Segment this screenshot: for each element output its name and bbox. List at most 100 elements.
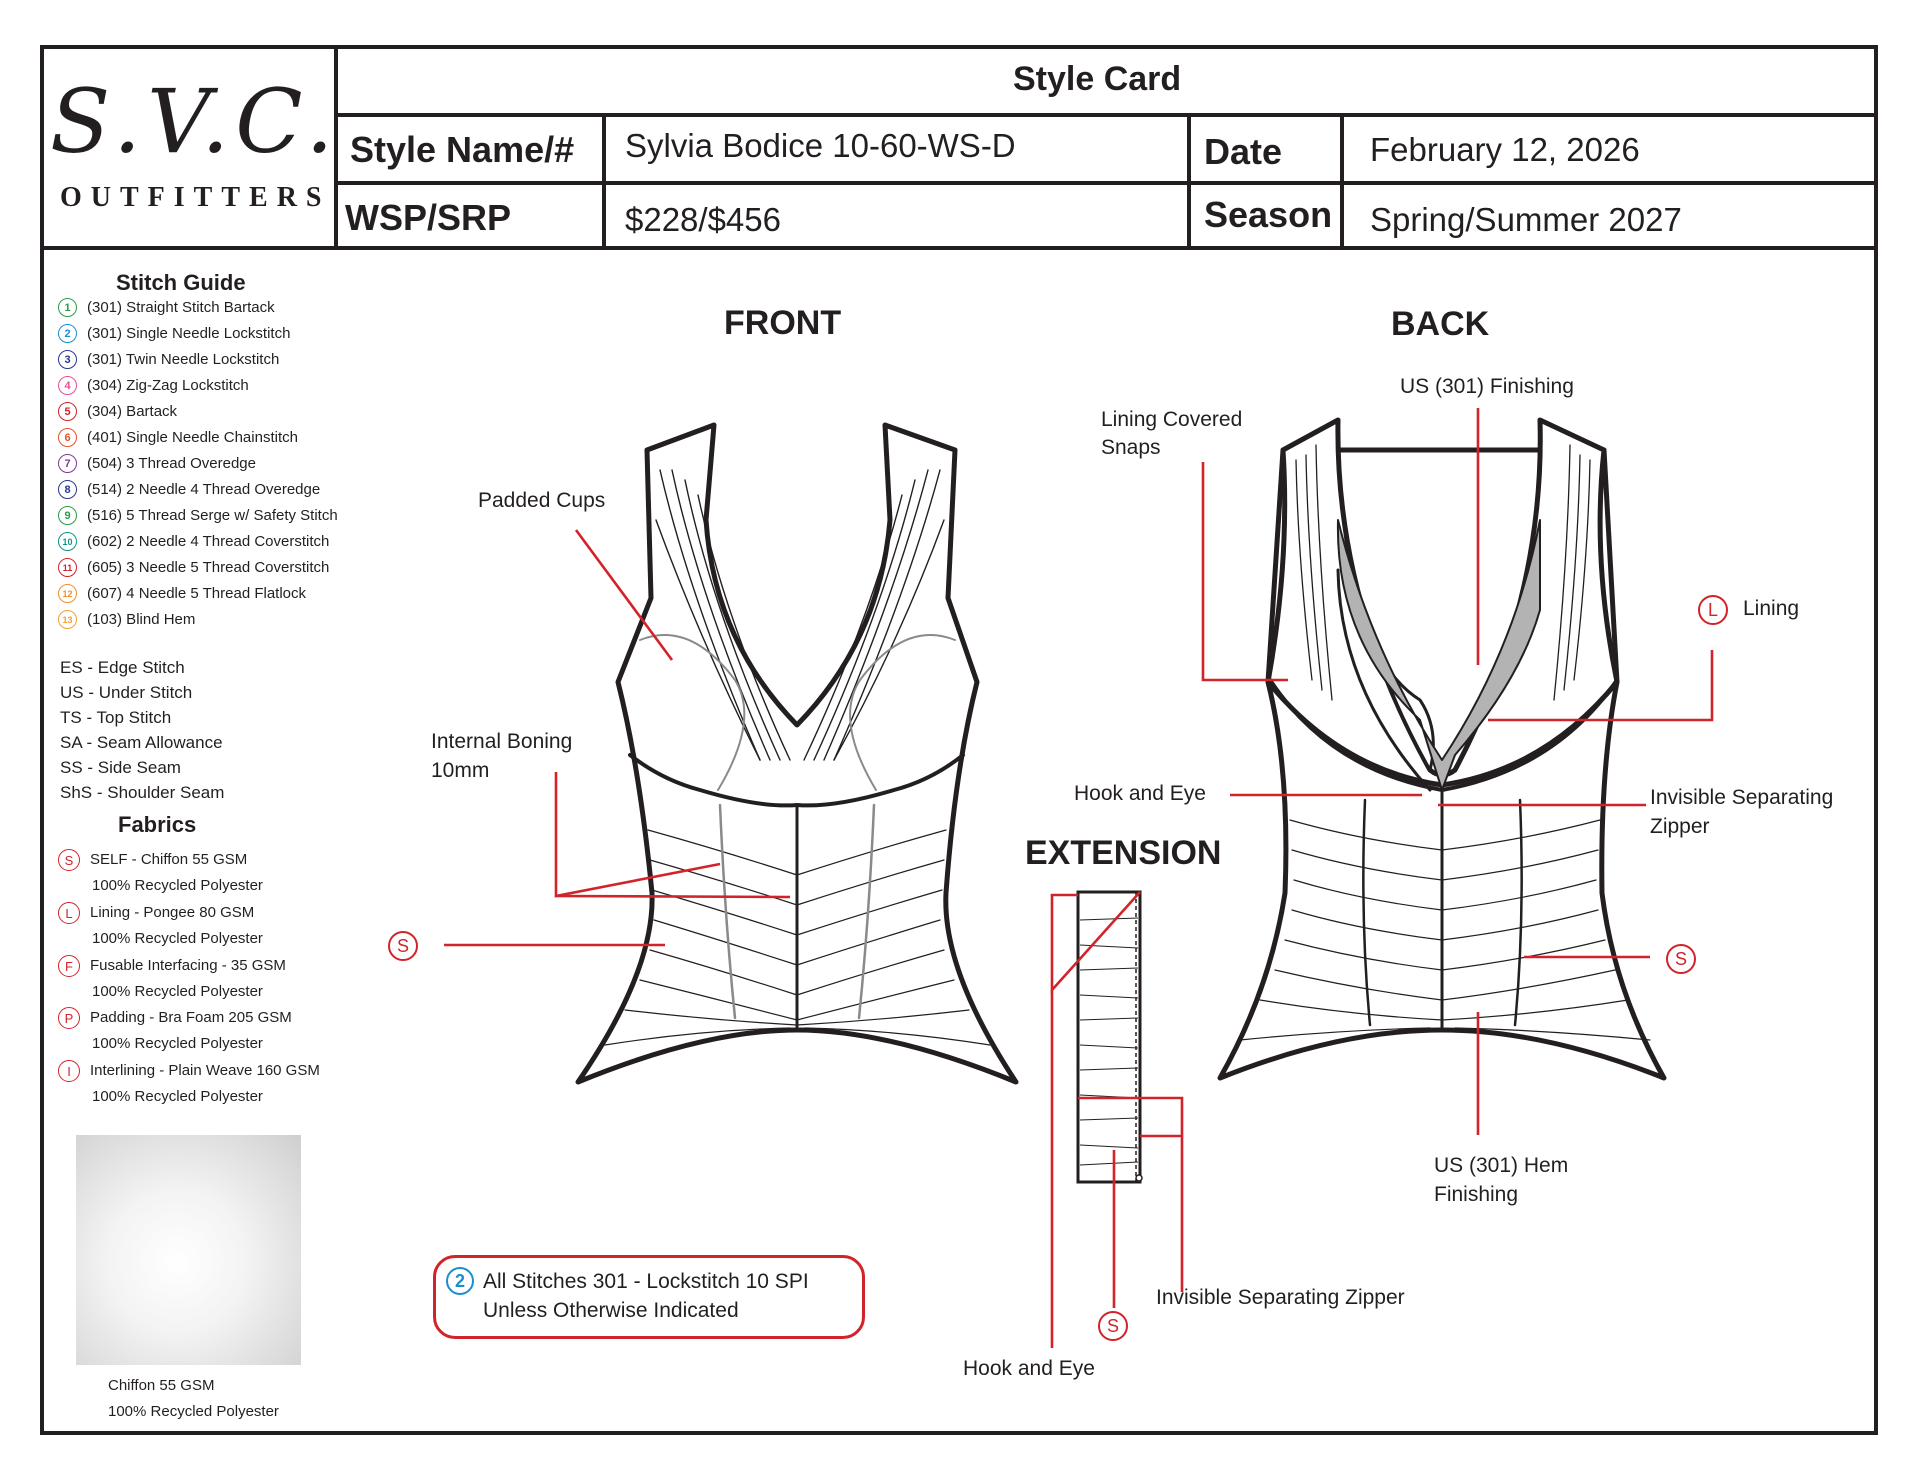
fabrics-title: Fabrics <box>118 812 197 837</box>
fabric-item: F Fusable Interfacing - 35 GSM <box>58 955 286 977</box>
stitch-guide-item: 2 (301) Single Needle Lockstitch <box>58 324 290 343</box>
fabric-badge: F <box>58 955 80 977</box>
stitch-guide-title: Stitch Guide <box>116 270 246 295</box>
price-value: $228/$456 <box>625 201 781 238</box>
stitch-label: (504) 3 Thread Overedge <box>87 455 256 472</box>
stitch-label: (301) Twin Needle Lockstitch <box>87 351 280 368</box>
back-bodice-flat <box>1217 417 1667 1081</box>
stitch-number-badge: 2 <box>58 324 77 343</box>
brand-logo-subtitle: OUTFITTERS <box>60 182 331 213</box>
fabric-badge: I <box>58 1060 80 1082</box>
callout-hook-and-eye-back: Hook and Eye <box>1074 782 1206 805</box>
stitch-label: (304) Zig-Zag Lockstitch <box>87 377 249 394</box>
fabric-content: 100% Recycled Polyester <box>92 1035 263 1052</box>
fabric-content: 100% Recycled Polyester <box>92 930 263 947</box>
fabric-item: P Padding - Bra Foam 205 GSM <box>58 1007 292 1029</box>
callout-leader-lines <box>444 408 1714 1348</box>
abbreviation-item: US - Under Stitch <box>60 683 193 702</box>
swatch-caption: Chiffon 55 GSM <box>108 1377 215 1394</box>
header-divider-middle <box>336 181 1878 185</box>
stitch-guide-item: 12(607) 4 Needle 5 Thread Flatlock <box>58 584 306 603</box>
season-value: Spring/Summer 2027 <box>1370 201 1682 238</box>
extension-self-fabric-badge: S <box>1098 1311 1128 1341</box>
front-view-title: FRONT <box>724 304 842 342</box>
callout-lining-covered-snaps: Lining Covered <box>1101 408 1243 431</box>
header-divider-top <box>336 113 1878 117</box>
front-self-fabric-badge: S <box>388 931 418 961</box>
stitch-number-badge: 6 <box>58 428 77 447</box>
stitch-number-badge: 1 <box>58 298 77 317</box>
callout-us-hem-2: Finishing <box>1434 1183 1519 1206</box>
callout-invisible-zipper-back: Invisible Separating <box>1650 786 1834 809</box>
style-name-value: Sylvia Bodice 10-60-WS-D <box>625 127 1016 164</box>
fabric-swatch-image <box>76 1135 301 1365</box>
stitch-label: (304) Bartack <box>87 403 178 420</box>
fabric-label: Padding - Bra Foam 205 GSM <box>90 1008 292 1026</box>
stitch-note-box <box>433 1255 865 1339</box>
callout-extension-hook-and-eye: Hook and Eye <box>963 1357 1095 1380</box>
fabric-badge: P <box>58 1007 80 1029</box>
stitch-label: (602) 2 Needle 4 Thread Coverstitch <box>87 533 330 550</box>
stitch-number-badge: 12 <box>58 584 77 603</box>
date-divider-right <box>1340 113 1344 250</box>
logo-divider <box>334 45 338 250</box>
stitch-guide-item: 13 (103) Blind Hem <box>58 610 195 629</box>
fabric-label: Lining - Pongee 80 GSM <box>90 903 255 921</box>
date-value: February 12, 2026 <box>1370 131 1640 168</box>
card-title: Style Card <box>1013 60 1182 98</box>
stitch-guide-item: 10(602) 2 Needle 4 Thread Coverstitch <box>58 532 329 551</box>
abbreviation-item: SS - Side Seam <box>60 758 181 777</box>
stitch-note-text: All Stitches 301 - Lockstitch 10 SPI Unl… <box>483 1267 809 1325</box>
stitch-guide-item: 3 (301) Twin Needle Lockstitch <box>58 350 279 369</box>
style-card-frame <box>40 45 1878 1435</box>
stitch-label: (514) 2 Needle 4 Thread Overedge <box>87 481 321 498</box>
stitch-label: (103) Blind Hem <box>87 611 196 628</box>
label-divider <box>602 113 606 250</box>
callout-extension-invisible-zipper: Invisible Separating Zipper <box>1156 1286 1405 1309</box>
extension-strip-flat <box>1076 890 1143 1184</box>
stitch-number-badge: 4 <box>58 376 77 395</box>
stitch-label: (401) Single Needle Chainstitch <box>87 429 298 446</box>
fabric-label: Fusable Interfacing - 35 GSM <box>90 956 286 974</box>
stitch-label: (301) Straight Stitch Bartack <box>87 299 275 316</box>
back-self-fabric-badge: S <box>1666 944 1696 974</box>
stitch-number-badge: 11 <box>58 558 77 577</box>
abbreviation-item: SA - Seam Allowance <box>60 733 223 752</box>
callout-us-hem: US (301) Hem <box>1434 1154 1569 1177</box>
stitch-guide-item: 1 (301) Straight Stitch Bartack <box>58 298 275 317</box>
fabric-content: 100% Recycled Polyester <box>92 983 263 1000</box>
stitch-label: (301) Single Needle Lockstitch <box>87 325 291 342</box>
style-name-label: Style Name/# <box>350 129 575 170</box>
callout-invisible-zipper-back-2: Zipper <box>1650 815 1710 838</box>
stitch-number-badge: 3 <box>58 350 77 369</box>
callout-internal-boning-size: 10mm <box>431 759 490 782</box>
season-label: Season <box>1204 194 1333 235</box>
swatch-caption-content: 100% Recycled Polyester <box>108 1403 279 1420</box>
lining-badge: L <box>1698 595 1728 625</box>
fabric-item: S SELF - Chiffon 55 GSM <box>58 849 247 871</box>
fabric-label: SELF - Chiffon 55 GSM <box>90 850 248 868</box>
stitch-guide-item: 8 (514) 2 Needle 4 Thread Overedge <box>58 480 320 499</box>
fabric-badge: S <box>58 849 80 871</box>
callout-lining: Lining <box>1743 597 1800 620</box>
stitch-guide-item: 5(304) Bartack <box>58 402 177 421</box>
stitch-guide-item: 4 (304) Zig-Zag Lockstitch <box>58 376 249 395</box>
abbreviation-item: ShS - Shoulder Seam <box>60 783 225 802</box>
stitch-number-badge: 8 <box>58 480 77 499</box>
stitch-note-line-1: All Stitches 301 - Lockstitch 10 SPI <box>483 1270 809 1293</box>
callout-internal-boning: Internal Boning <box>431 730 573 753</box>
abbreviation-item: ES - Edge Stitch <box>60 658 185 677</box>
front-bodice-flat <box>575 422 1019 1085</box>
stitch-number-badge: 9 <box>58 506 77 525</box>
fabric-content: 100% Recycled Polyester <box>92 1088 263 1105</box>
stitch-guide-item: 9(516) 5 Thread Serge w/ Safety Stitch <box>58 506 338 525</box>
fabric-badge: L <box>58 902 80 924</box>
callout-lining-covered-snaps-2: Snaps <box>1101 436 1161 459</box>
extension-view-title: EXTENSION <box>1025 834 1222 872</box>
stitch-number-badge: 7 <box>58 454 77 473</box>
callout-us-finishing: US (301) Finishing <box>1400 375 1574 398</box>
stitch-guide-item: 7 (504) 3 Thread Overedge <box>58 454 256 473</box>
header-divider-bottom <box>40 246 1878 250</box>
date-label: Date <box>1204 131 1283 172</box>
stitch-number-badge: 13 <box>58 610 77 629</box>
